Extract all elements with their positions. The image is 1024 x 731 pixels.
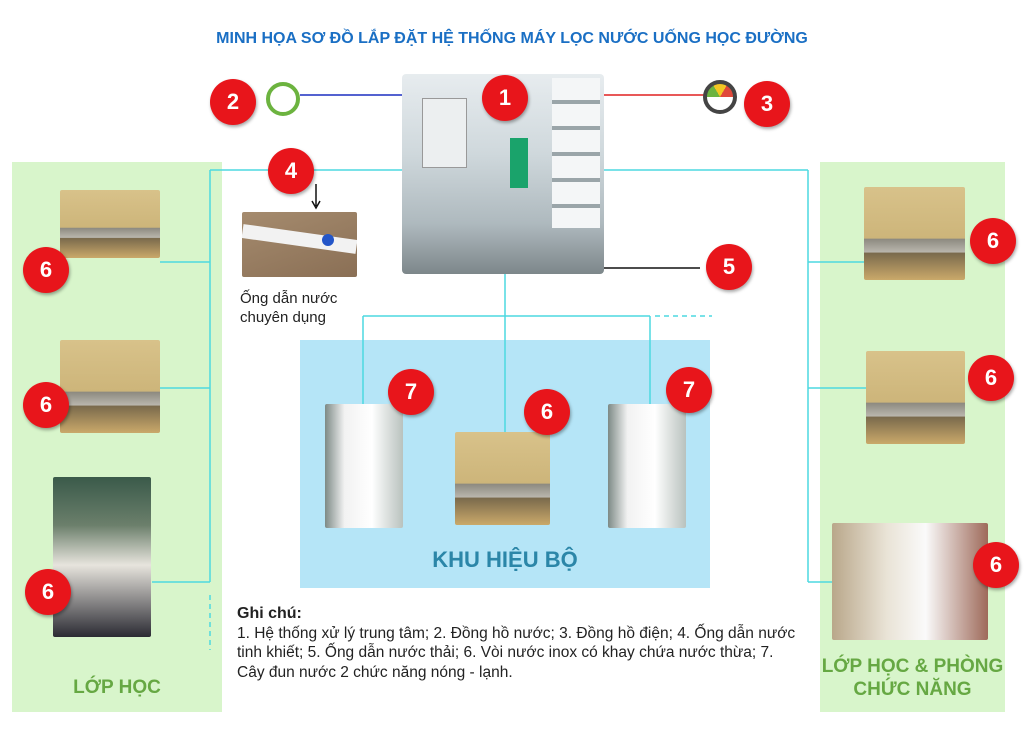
left-panel-label: LỚP HỌC — [73, 677, 161, 698]
badge-6: 6 — [973, 542, 1019, 588]
sink-photo — [866, 351, 965, 444]
sink-photo — [455, 432, 550, 525]
badge-6: 6 — [25, 569, 71, 615]
diagram-title: MINH HỌA SƠ ĐỒ LẮP ĐẶT HỆ THỐNG MÁY LỌC … — [216, 30, 808, 47]
water-meter-icon — [266, 82, 300, 116]
pipe-caption-line2: chuyên dụng — [240, 309, 326, 326]
sink-photo — [60, 340, 160, 433]
water-dispenser-photo — [325, 404, 403, 528]
badge-6: 6 — [968, 355, 1014, 401]
sink-photo — [60, 190, 160, 258]
badge-7: 7 — [388, 369, 434, 415]
pure-water-pipe-left — [152, 170, 211, 583]
badge-6: 6 — [524, 389, 570, 435]
notes-heading: Ghi chú: — [237, 605, 302, 622]
pure-water-pipe-center — [362, 130, 651, 432]
electric-meter-icon — [703, 80, 737, 114]
water-dispenser-photo — [608, 404, 686, 528]
pipe-photo — [242, 212, 357, 277]
right-panel-label-line1: LỚP HỌC & PHÒNG — [821, 656, 1004, 677]
badge-1: 1 — [482, 75, 528, 121]
right-panel-label: LỚP HỌC & PHÒNG CHỨC NĂNG — [815, 655, 1010, 701]
right-panel-label-line2: CHỨC NĂNG — [853, 679, 972, 700]
pipe-caption-line1: Ống dẫn nước — [240, 290, 338, 307]
badge-6: 6 — [23, 247, 69, 293]
badge-2: 2 — [210, 79, 256, 125]
badge-6: 6 — [23, 382, 69, 428]
badge-5: 5 — [706, 244, 752, 290]
badge-3: 3 — [744, 81, 790, 127]
arrow-down-icon — [311, 184, 321, 210]
corridor-photo — [832, 523, 988, 640]
notes-text: 1. Hệ thống xử lý trung tâm; 2. Đồng hồ … — [237, 624, 796, 681]
sink-photo — [864, 187, 965, 280]
notes: Ghi chú: 1. Hệ thống xử lý trung tâm; 2.… — [237, 604, 797, 682]
badge-6: 6 — [970, 218, 1016, 264]
pipe-caption: Ống dẫn nước chuyên dụng — [240, 289, 337, 327]
center-box-label: KHU HIỆU BỘ — [432, 547, 578, 572]
badge-7: 7 — [666, 367, 712, 413]
pure-water-pipe-right — [807, 170, 866, 583]
badge-4: 4 — [268, 148, 314, 194]
students-drinking-photo — [53, 477, 151, 637]
